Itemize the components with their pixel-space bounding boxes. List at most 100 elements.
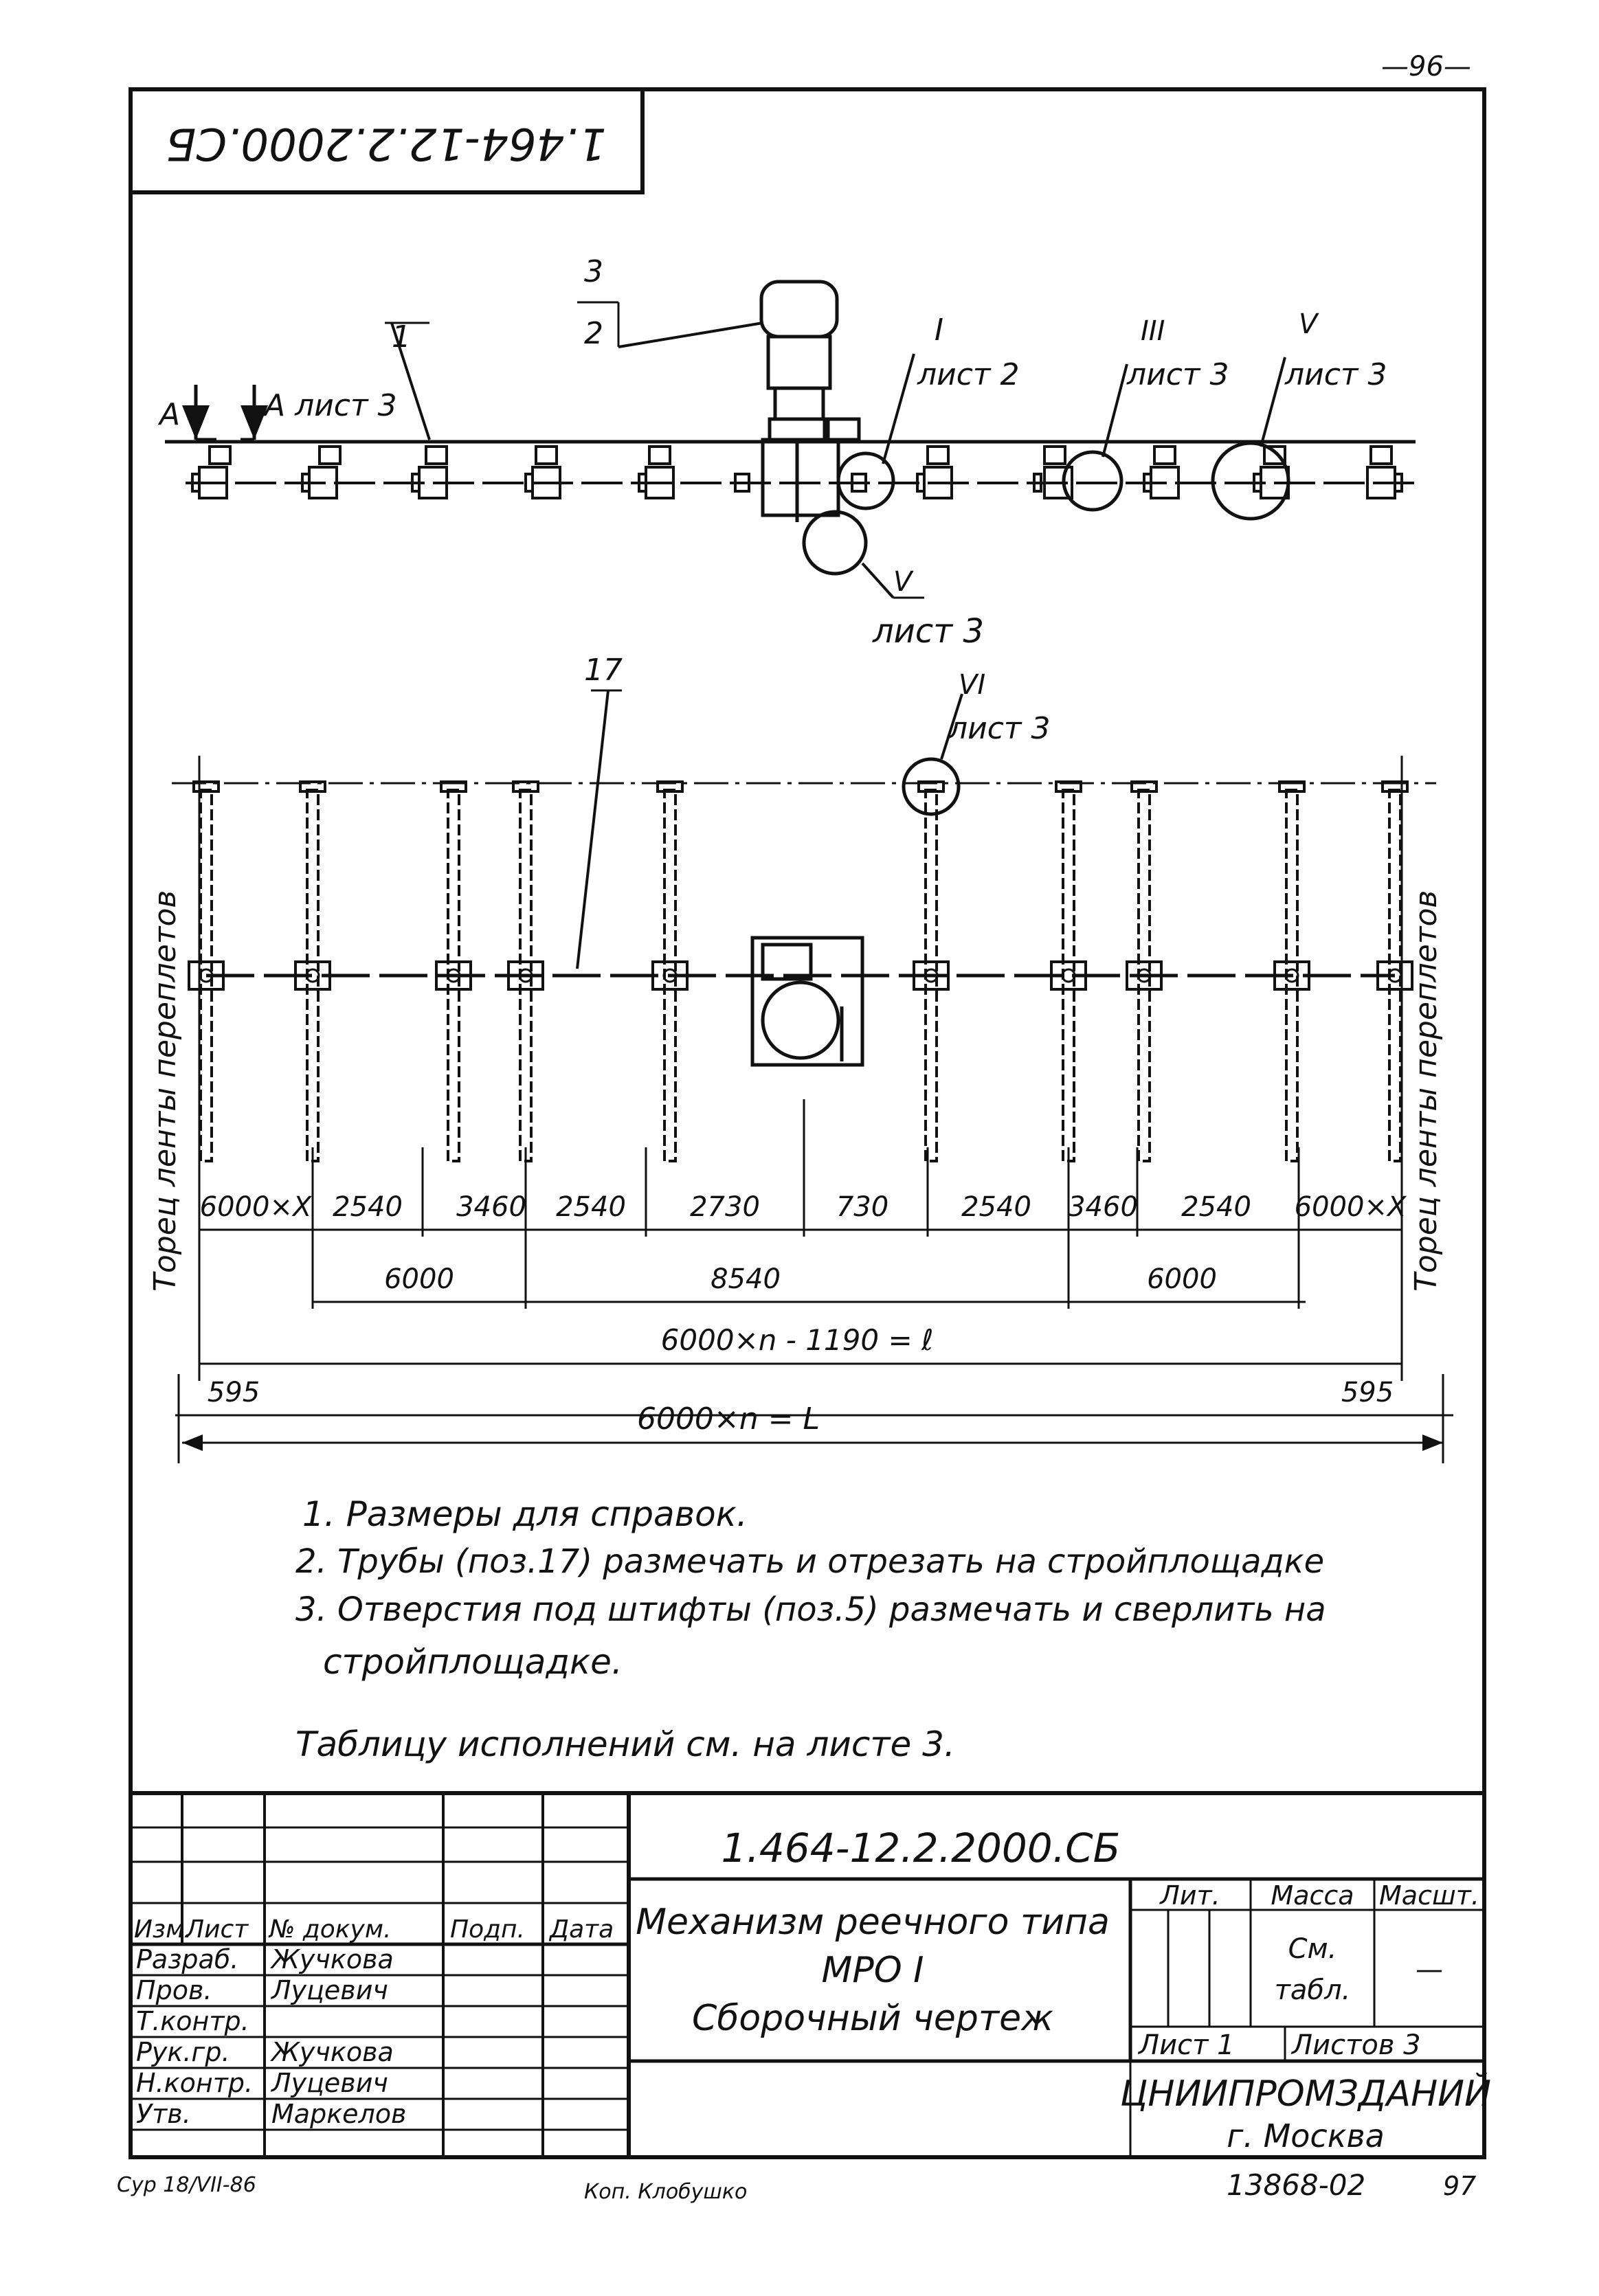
org-line2: г. Москва xyxy=(1227,2117,1385,2154)
callout-pos3: 3 xyxy=(584,254,603,289)
dim-value: 2540 xyxy=(961,1191,1031,1223)
dim-value: 730 xyxy=(836,1191,888,1223)
rack-tube xyxy=(1376,780,1413,1162)
dim-total-L: 6000×n = L xyxy=(637,1402,820,1437)
detail-circle-I xyxy=(836,451,895,510)
footer-inventory: 13868-02 xyxy=(1227,2168,1365,2202)
title-name-line3: Сборочный чертеж xyxy=(692,1998,1053,2039)
title-block-grid xyxy=(131,1791,1484,2157)
dim-value: 3460 xyxy=(1068,1191,1138,1223)
node-V-top-label: V xyxy=(1299,308,1319,340)
col-header: Дата xyxy=(548,1915,614,1944)
dim-595-right: 595 xyxy=(1341,1377,1394,1408)
note-3: 3. Отверстия под штифты (поз.5) размечат… xyxy=(295,1590,1326,1629)
side-label-right: Торец ленты переплетов xyxy=(1409,890,1444,1292)
col-header: Лист xyxy=(184,1915,249,1944)
dim-value: 6000 xyxy=(1147,1263,1217,1295)
doc-code-stamp: 1.464-12.2.2000.СБ xyxy=(128,87,645,194)
node-III-label: III xyxy=(1141,315,1165,347)
drawing-frame xyxy=(128,87,1486,2159)
sheet-label: Лист 1 xyxy=(1137,2029,1235,2061)
role-name: Жучкова xyxy=(270,2037,394,2067)
node-V-top-sheet: лист 3 xyxy=(1284,357,1387,392)
dimension-lines xyxy=(175,1099,1453,1463)
gearbox xyxy=(750,936,864,1067)
dim-value: 2540 xyxy=(1181,1191,1251,1223)
callout-pos2: 2 xyxy=(584,316,603,351)
section-a-marks xyxy=(182,385,268,442)
top-actuators xyxy=(191,445,1403,499)
dim-value: 2540 xyxy=(333,1191,403,1223)
scale-value: — xyxy=(1416,1954,1443,1985)
title-col-headers: Изм. Лист № докум. Подп. Дата xyxy=(134,1915,614,1944)
node-V-bottom-sheet: лист 3 xyxy=(872,612,984,651)
page-number: —96— xyxy=(1381,51,1471,82)
node-III-sheet: лист 3 xyxy=(1126,357,1229,392)
title-designation: 1.464-12.2.2000.СБ xyxy=(722,1825,1121,1871)
top-view xyxy=(165,280,1416,599)
footer-left-mark: Сур 18/VII-86 xyxy=(117,2173,256,2197)
col-header: Подп. xyxy=(450,1915,525,1944)
title-name-line2: МРО I xyxy=(821,1950,924,1991)
rack-tube xyxy=(435,780,472,1162)
rack-tube xyxy=(507,780,544,1162)
col-header: № докум. xyxy=(268,1915,391,1944)
role-label: Н.контр. xyxy=(136,2068,253,2098)
view-a-ref: А лист 3 xyxy=(262,388,397,423)
note-1: 1. Размеры для справок. xyxy=(302,1494,748,1534)
lit-header: Лит. xyxy=(1159,1880,1220,1911)
dimension-row-1: 6000×X 2540 3460 2540 2730 730 2540 3460… xyxy=(200,1191,1407,1223)
dim-total-l: 6000×n - 1190 = ℓ xyxy=(661,1323,934,1357)
dim-value: 6000×X xyxy=(200,1191,313,1223)
role-name: Луцевич xyxy=(270,2068,388,2098)
rack-tube xyxy=(913,780,950,1162)
dim-value: 8540 xyxy=(711,1263,781,1295)
callout-pos1: 1 xyxy=(392,319,411,354)
front-view xyxy=(172,689,1453,1463)
role-name: Жучкова xyxy=(270,1944,394,1974)
dim-value: 3460 xyxy=(456,1191,526,1223)
rack-tube xyxy=(1126,780,1163,1162)
detail-circle-III xyxy=(1062,450,1123,512)
title-name-line1: Механизм реечного типа xyxy=(636,1902,1110,1943)
org-line1: ЦНИИПРОМЗДАНИЙ xyxy=(1120,2073,1491,2115)
view-a-label: А xyxy=(157,397,180,432)
drive-motor xyxy=(759,280,861,522)
rack-tube xyxy=(651,780,689,1162)
mass-header: Масса xyxy=(1271,1880,1354,1911)
dim-value: 2730 xyxy=(690,1191,760,1223)
mass-value-2: табл. xyxy=(1275,1974,1351,2006)
dimension-row-2: 6000 8540 6000 xyxy=(384,1263,1217,1295)
note-3-cont: стройплощадке. xyxy=(323,1642,623,1682)
dim-value: 6000×X xyxy=(1295,1191,1407,1223)
dim-value: 6000 xyxy=(384,1263,454,1295)
title-roles: Разраб. Жучкова Пров. Луцевич Т.контр. Р… xyxy=(136,1944,406,2129)
col-header: Изм. xyxy=(134,1915,192,1944)
footer-page: 97 xyxy=(1443,2171,1476,2201)
role-label: Разраб. xyxy=(136,1944,238,1974)
rack-tube xyxy=(294,780,331,1162)
detail-circle-VI xyxy=(902,757,961,816)
side-label-left: Торец ленты переплетов xyxy=(148,890,183,1292)
note-2: 2. Трубы (поз.17) размечать и отрезать н… xyxy=(295,1542,1325,1581)
detail-circle-V-top xyxy=(1211,441,1290,521)
rack-tube xyxy=(1050,780,1087,1162)
node-I-sheet: лист 2 xyxy=(917,357,1020,392)
role-label: Рук.гр. xyxy=(136,2037,230,2067)
node-I-label: I xyxy=(935,313,943,348)
table-reference: Таблицу исполнений см. на листе 3. xyxy=(295,1724,955,1764)
mass-value-1: См. xyxy=(1288,1933,1337,1965)
scale-header: Масшт. xyxy=(1379,1880,1479,1911)
dim-595-left: 595 xyxy=(208,1377,260,1408)
node-V-bottom-label: V xyxy=(893,566,914,598)
role-name: Луцевич xyxy=(270,1975,388,2005)
rack-tube xyxy=(188,780,225,1162)
callout-pos17: 17 xyxy=(584,653,623,688)
dim-value: 2540 xyxy=(556,1191,626,1223)
role-name: Маркелов xyxy=(271,2099,406,2129)
sheets-label: Листов 3 xyxy=(1290,2029,1421,2061)
role-label: Пров. xyxy=(136,1975,212,2005)
role-label: Т.контр. xyxy=(136,2006,249,2036)
footer-center-mark: Коп. Клобушко xyxy=(584,2180,747,2204)
